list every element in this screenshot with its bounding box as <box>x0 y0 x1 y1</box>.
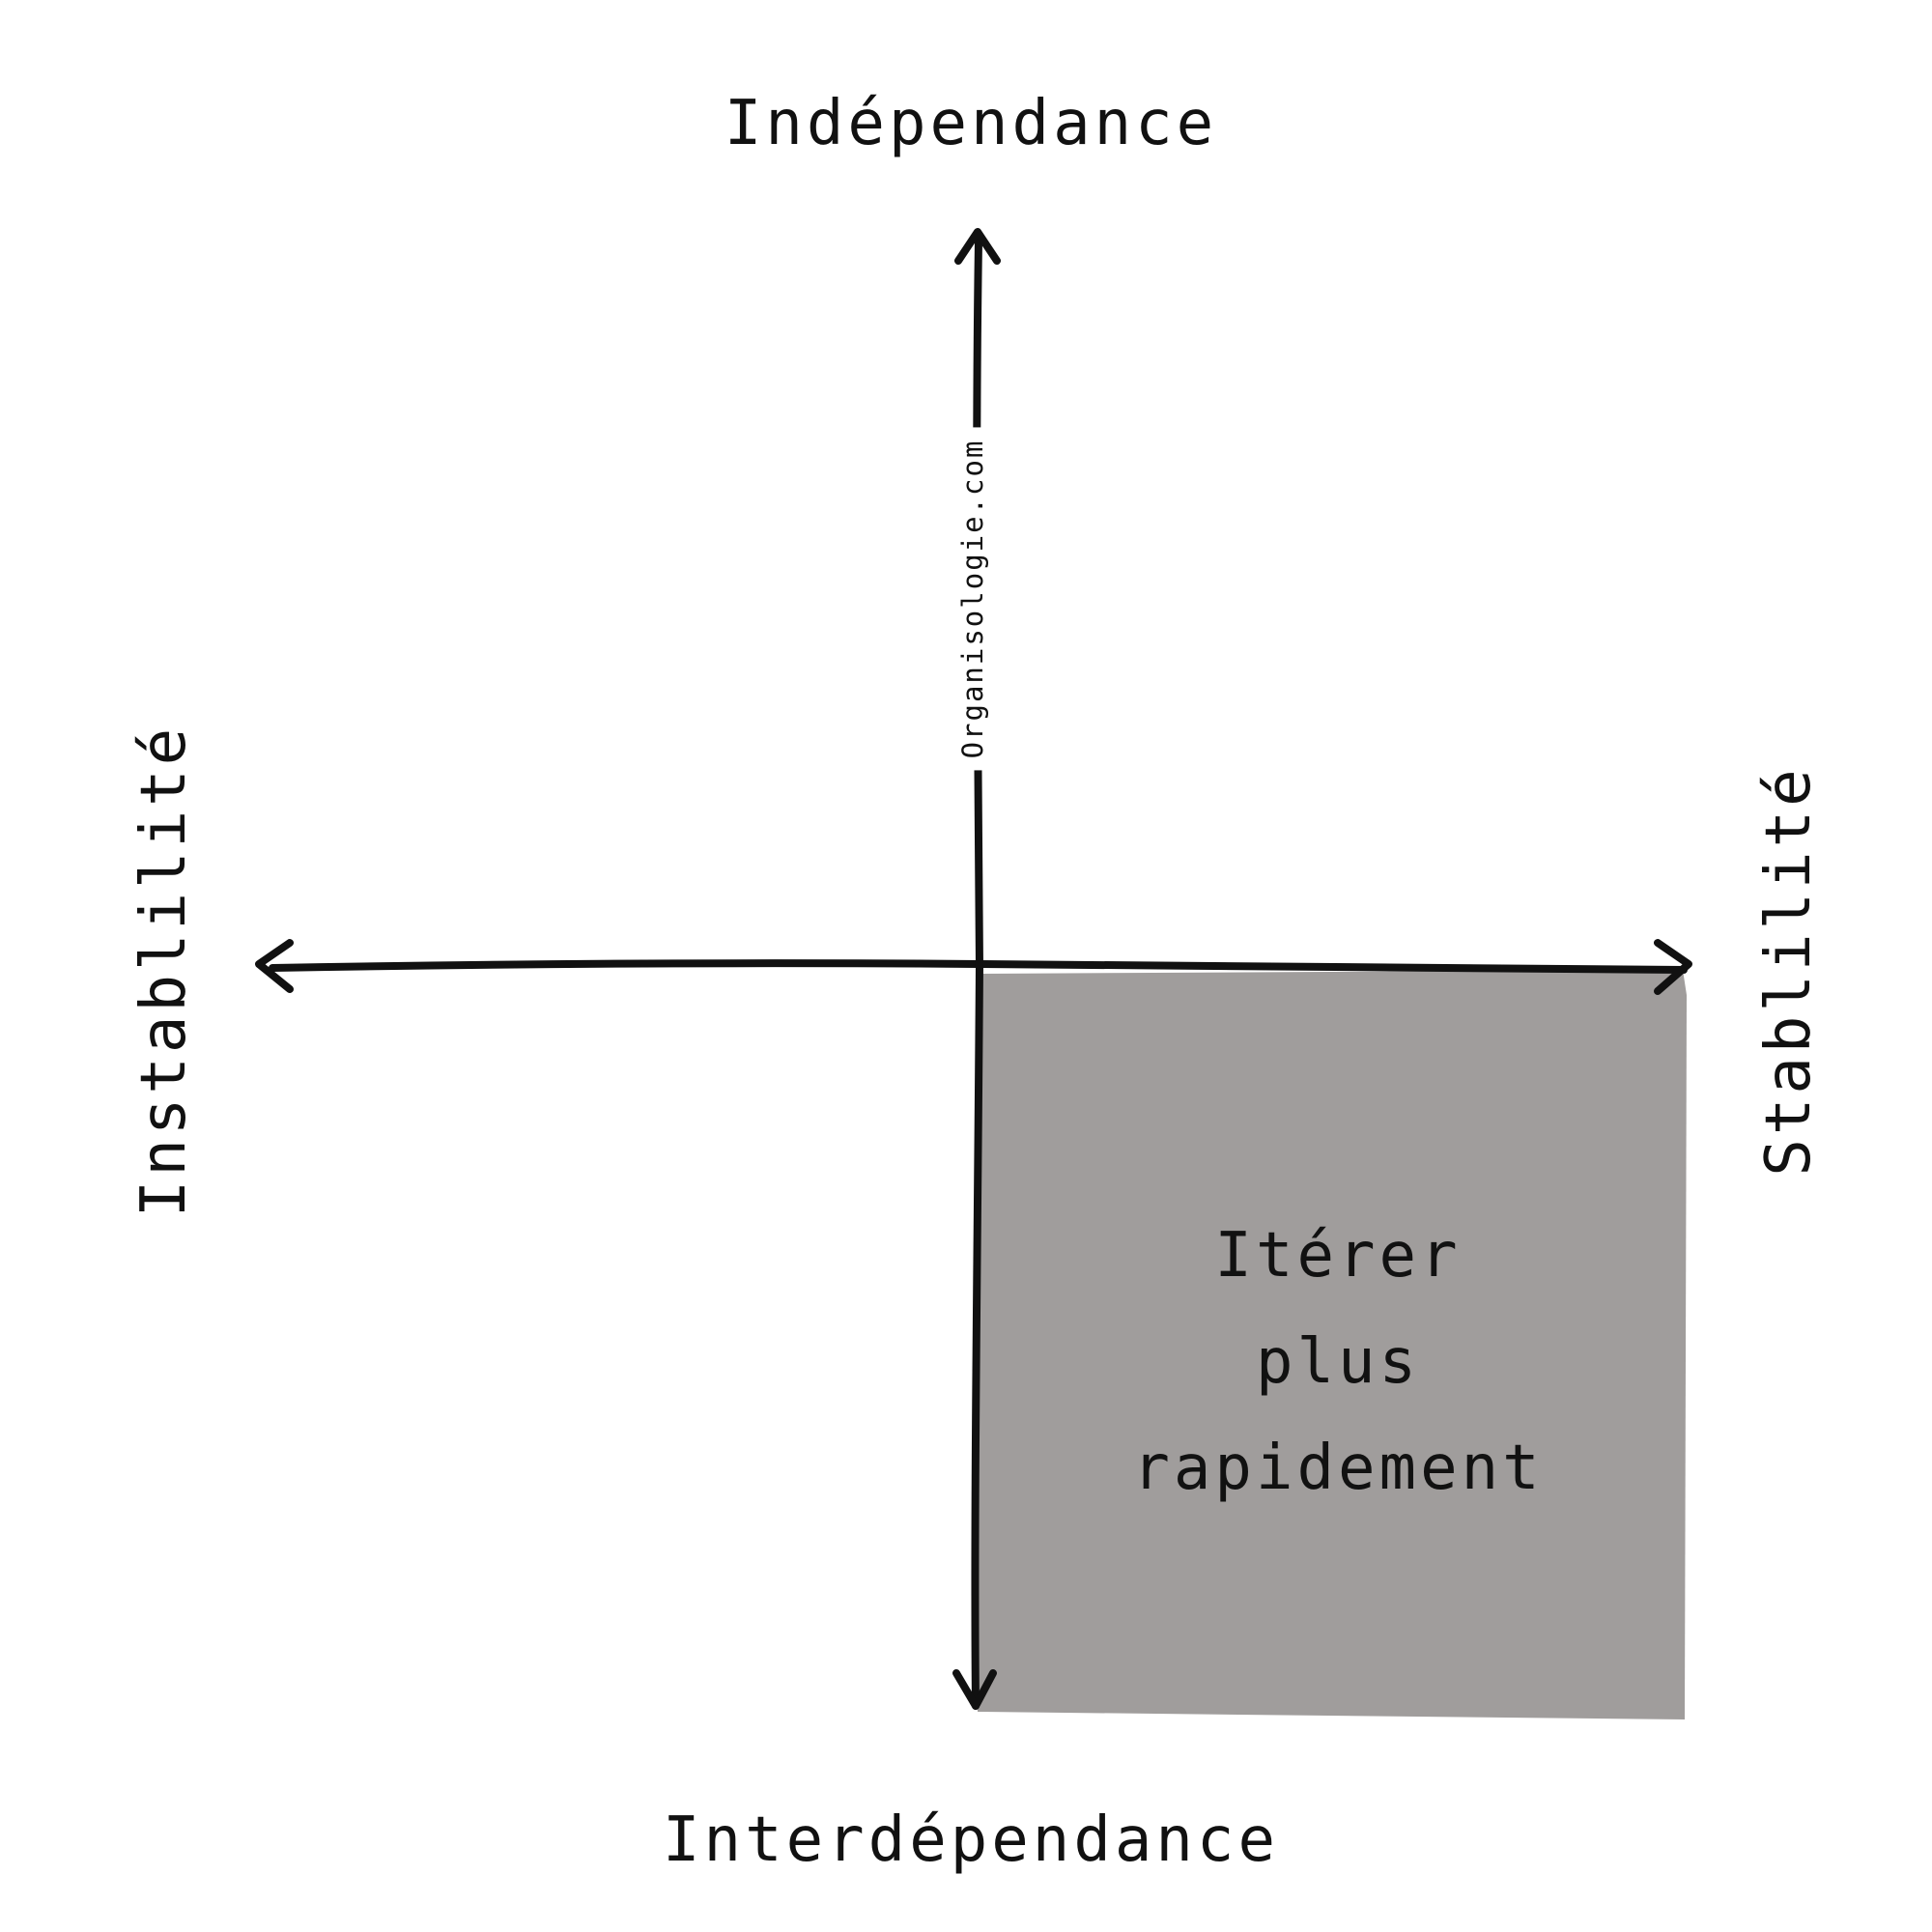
right-axis-label: Stablilité <box>1753 765 1825 1177</box>
watermark-text: Organisologie.com <box>956 427 989 771</box>
quadrant-caption-line-1: Itérer <box>1214 1220 1462 1292</box>
quadrant-caption: Itérer plus rapidement <box>1041 1203 1635 1521</box>
top-arrowhead <box>954 228 1001 265</box>
bottom-axis-label: Interdépendance <box>663 1804 1279 1876</box>
vertical-axis <box>971 238 984 1710</box>
left-axis-label: Instablilité <box>128 724 200 1218</box>
highlight-quadrant <box>978 970 1687 1719</box>
left-arrowhead <box>255 939 294 993</box>
top-axis-label: Indépendance <box>724 88 1218 159</box>
bottom-arrowhead <box>952 1669 997 1710</box>
right-arrowhead <box>1654 939 1692 995</box>
quadrant-caption-line-2: plus rapidement <box>1132 1326 1544 1504</box>
